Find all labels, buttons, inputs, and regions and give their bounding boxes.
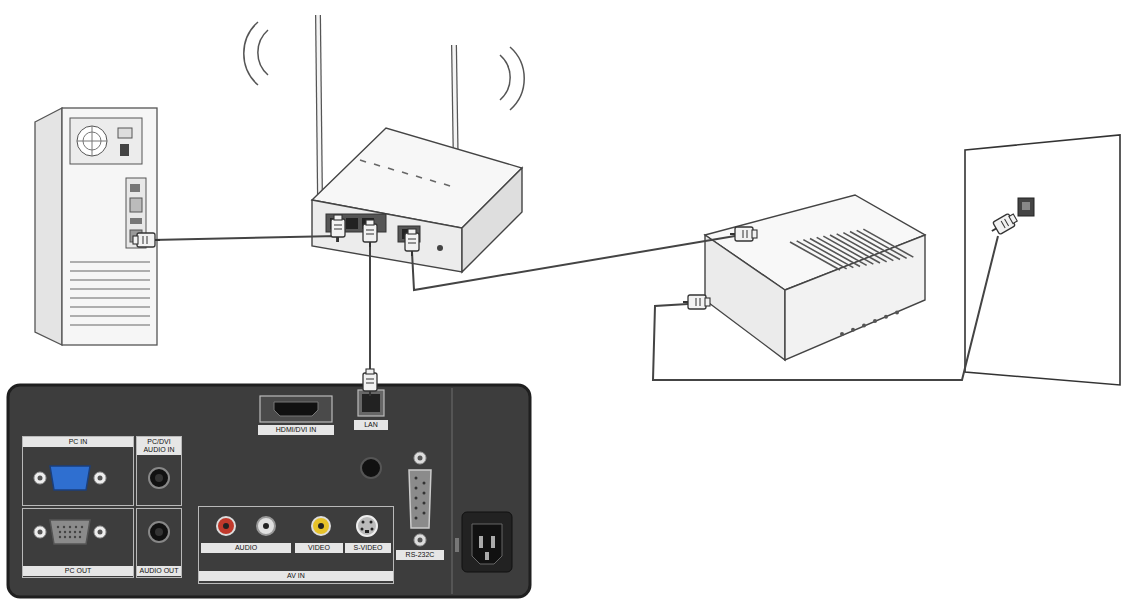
pc-tower bbox=[35, 108, 157, 345]
port-label: PC OUT bbox=[23, 566, 133, 576]
port-label: VIDEO bbox=[295, 543, 343, 553]
wall-socket bbox=[965, 135, 1120, 385]
port-label: HDMI/DVI IN bbox=[258, 425, 334, 435]
port-label: AUDIO bbox=[201, 543, 291, 553]
port-label: RS-232C bbox=[396, 550, 444, 560]
port-label: PC/DVI AUDIO IN bbox=[137, 437, 181, 455]
port-label: S-VIDEO bbox=[345, 543, 391, 553]
audio-out-panel: AUDIO OUT bbox=[136, 508, 182, 578]
modem bbox=[705, 195, 925, 360]
port-label: AV IN bbox=[199, 571, 393, 581]
wireless-router bbox=[244, 15, 524, 272]
pc-out-panel: PC OUT bbox=[22, 508, 134, 578]
port-label: PC IN bbox=[23, 437, 133, 447]
port-label: LAN bbox=[354, 420, 388, 430]
audio-in-panel: PC/DVI AUDIO IN bbox=[136, 436, 182, 506]
projector-panel bbox=[8, 385, 530, 597]
pc-in-panel: PC IN bbox=[22, 436, 134, 506]
av-in-panel: AUDIO VIDEOS-VIDEO AV IN bbox=[198, 506, 394, 584]
network-cable bbox=[152, 236, 998, 380]
port-label: AUDIO OUT bbox=[137, 566, 181, 576]
